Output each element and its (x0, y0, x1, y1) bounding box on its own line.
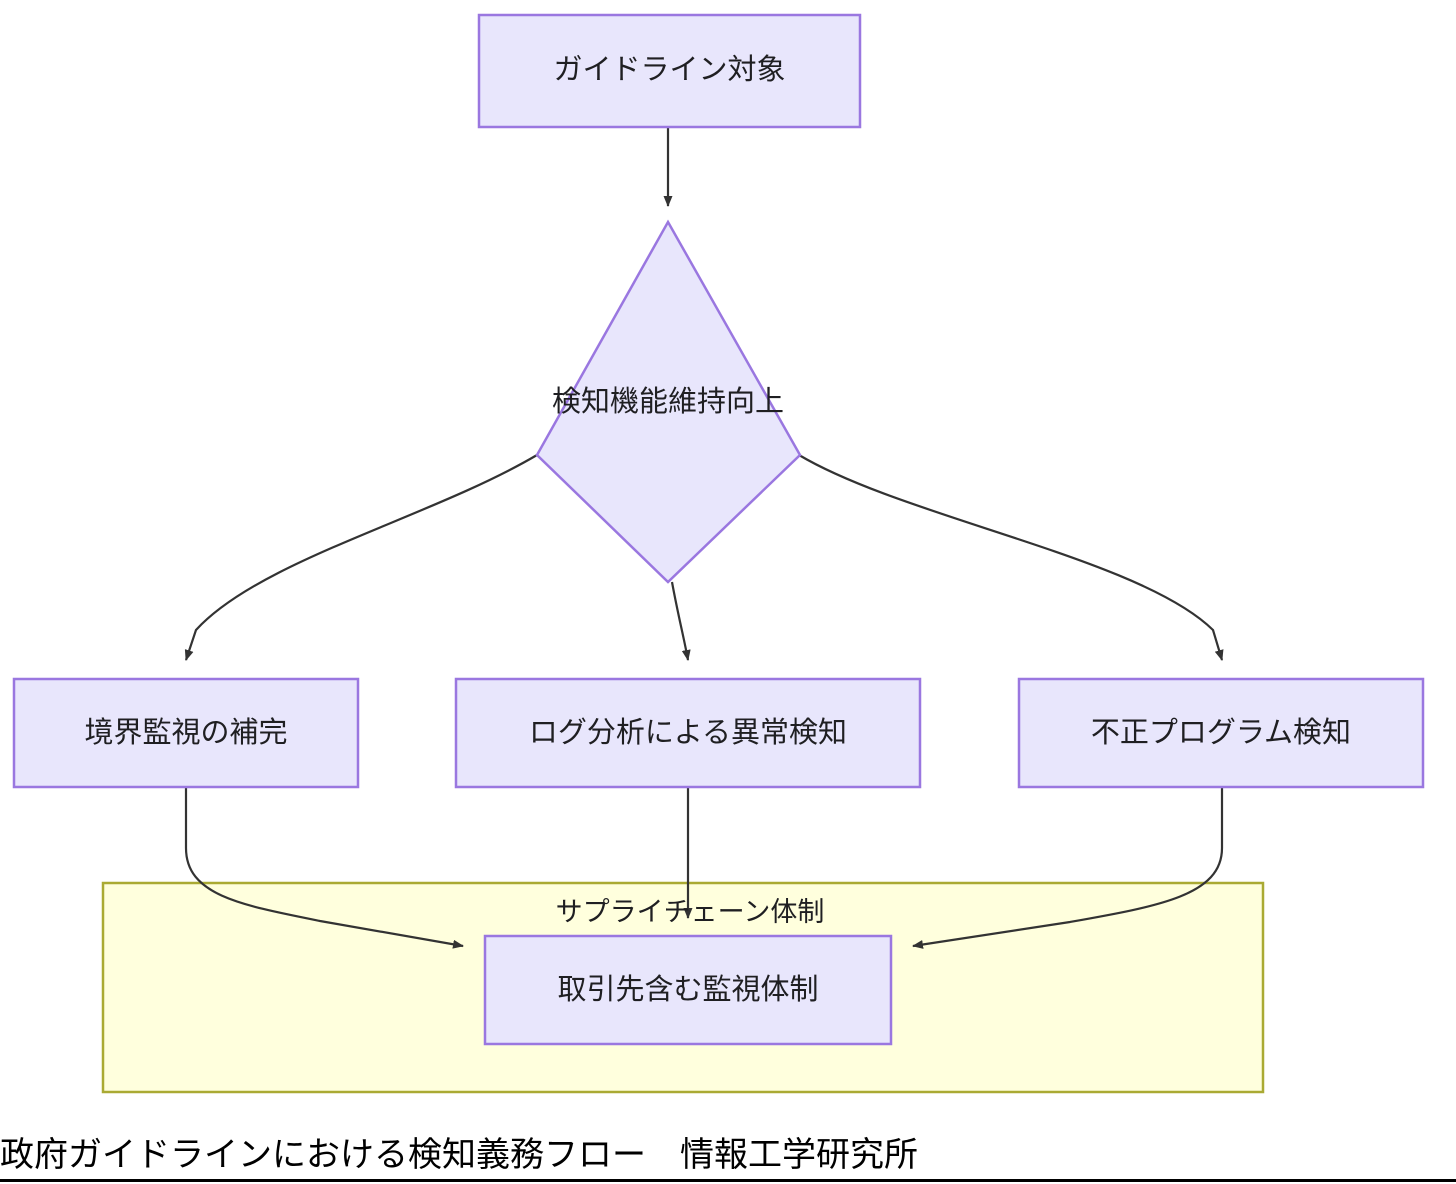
node-branch-center[interactable] (454, 677, 922, 789)
edge-branch-right-to-sink (912, 787, 1224, 949)
edge-decision-to-branch-left (184, 454, 538, 661)
node-sink[interactable] (483, 934, 893, 1046)
edge-decision-to-branch-center (670, 581, 691, 661)
cluster-supply-chain-label: サプライチェーン体制 (555, 897, 825, 927)
edge-branch-left-to-sink (184, 787, 464, 949)
node-branch-left[interactable] (12, 677, 360, 789)
node-root[interactable] (477, 13, 862, 129)
diagram-caption: 政府ガイドラインにおける検知義務フロー 情報工学研究所 (0, 1127, 1456, 1182)
edge-decision-to-branch-right (798, 454, 1224, 661)
node-branch-right[interactable] (1017, 677, 1425, 789)
node-decision[interactable] (535, 219, 802, 584)
